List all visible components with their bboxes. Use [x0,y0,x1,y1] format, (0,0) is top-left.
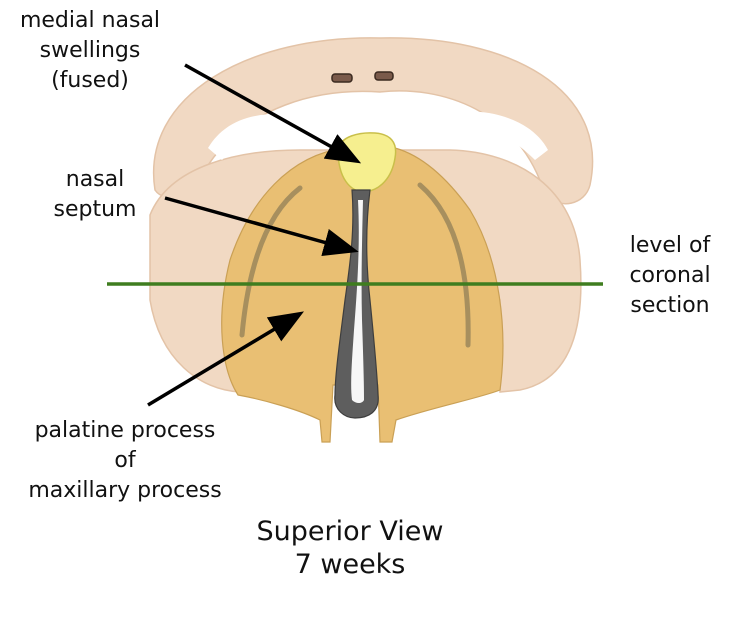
arrow-medial-nasal [184,63,362,164]
label-coronal-section: level of coronal section [600,231,740,321]
septum-highlight [351,200,364,403]
diagram-caption: Superior View 7 weeks [220,515,480,581]
label-line: medial nasal [19,8,161,33]
label-line: coronal [629,263,711,288]
label-line: level of [629,233,711,258]
right-nostril [374,71,394,81]
label-line: of [114,448,136,473]
label-nasal-septum: nasal septum [20,165,170,225]
left-palatine-ridge [239,185,303,338]
label-line: nasal [65,167,125,192]
label-line: section [630,293,710,318]
caption-line: 7 weeks [294,549,406,580]
label-line: (fused) [51,68,129,93]
left-fissure [208,113,300,160]
label-medial-nasal-swellings: medial nasal swellings (fused) [0,6,180,96]
label-line: maxillary process [28,478,222,503]
label-line: palatine process [34,418,216,443]
label-palatine-process: palatine process of maxillary process [0,416,250,506]
right-fissure [455,111,548,160]
label-line: swellings [39,38,141,63]
caption-line: Superior View [256,516,444,547]
arrow-palatine [147,311,305,407]
arrow-nasal-septum [164,196,359,256]
left-nostril [331,73,353,83]
label-line: septum [53,197,137,222]
right-palatine-ridge [417,182,471,348]
